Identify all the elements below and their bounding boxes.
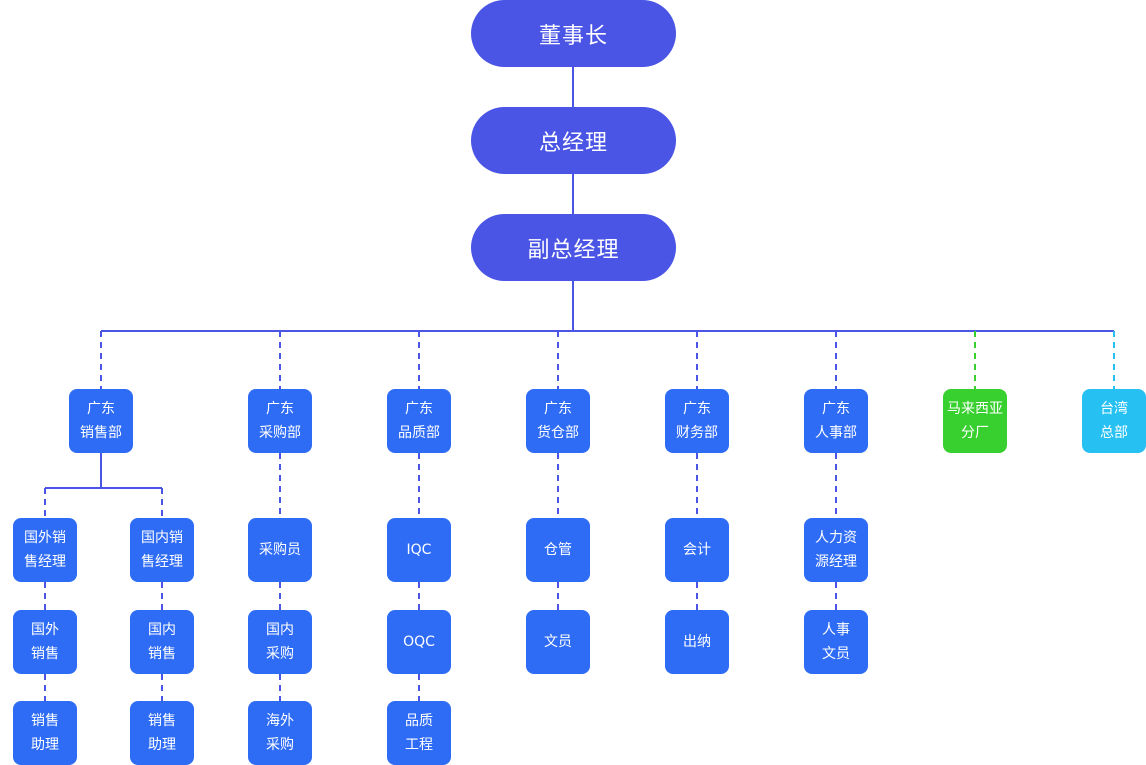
domestic-sales-assistant-node: 销售助理 <box>130 701 194 765</box>
quality-department-node: 广东品质部 <box>387 389 451 453</box>
node-label-line: 源经理 <box>815 554 857 570</box>
node-label-line: 文员 <box>822 646 850 662</box>
foreign-sales-assistant-node: 销售助理 <box>13 701 77 765</box>
malaysia-branch-node: 马来西亚分厂 <box>943 389 1007 453</box>
iqc-node: IQC <box>387 518 451 582</box>
hr-department-node: 广东人事部 <box>804 389 868 453</box>
node-label-line: 人事 <box>822 622 850 638</box>
node-label-line: 人力资 <box>815 530 857 546</box>
node-label-line: 海外 <box>266 713 294 729</box>
node-label-line: 助理 <box>148 737 176 753</box>
warehouse-department-node: 广东货仓部 <box>526 389 590 453</box>
node-label-line: 采购 <box>266 646 294 662</box>
node-label-line: 财务部 <box>676 425 718 441</box>
chairman-label: 董事长 <box>538 23 608 49</box>
node-label-line: 国外 <box>31 622 59 638</box>
node-label-line: 销售 <box>31 713 59 729</box>
node-label-line: 采购员 <box>259 542 301 558</box>
node-label-line: 台湾 <box>1100 401 1128 417</box>
node-label-line: OQC <box>403 634 435 650</box>
node-label-line: 广东 <box>87 401 115 417</box>
oqc-node: OQC <box>387 610 451 674</box>
taiwan-hq-node: 台湾总部 <box>1082 389 1146 453</box>
general-manager-node: 总经理 <box>471 107 676 174</box>
overseas-purchasing-node: 海外采购 <box>248 701 312 765</box>
node-label-line: 会计 <box>683 542 711 558</box>
accountant-node: 会计 <box>665 518 729 582</box>
node-label-line: 人事部 <box>815 425 857 441</box>
domestic-purchasing-node: 国内采购 <box>248 610 312 674</box>
node-label-line: 国内 <box>148 622 176 638</box>
node-label-line: 广东 <box>544 401 572 417</box>
hr-manager-node: 人力资源经理 <box>804 518 868 582</box>
node-label-line: 马来西亚 <box>947 401 1003 417</box>
general-manager-label: 总经理 <box>538 130 608 156</box>
quality-engineering-node: 品质工程 <box>387 701 451 765</box>
node-label-line: 售经理 <box>141 554 183 570</box>
chairman-node: 董事长 <box>471 0 676 67</box>
node-label-line: 采购 <box>266 737 294 753</box>
node-label-line: 销售 <box>31 646 59 662</box>
node-label-line: 国内 <box>266 622 294 638</box>
node-label-line: 采购部 <box>259 425 301 441</box>
node-label-line: IQC <box>406 542 432 558</box>
node-label-line: 广东 <box>683 401 711 417</box>
node-label-line: 广东 <box>266 401 294 417</box>
cashier-node: 出纳 <box>665 610 729 674</box>
domestic-sales-node: 国内销售 <box>130 610 194 674</box>
buyer-node: 采购员 <box>248 518 312 582</box>
node-label-line: 分厂 <box>961 425 989 441</box>
warehouse-keeper-node: 仓管 <box>526 518 590 582</box>
node-label-line: 国外销 <box>24 530 66 546</box>
node-label-line: 品质 <box>405 713 433 729</box>
node-label-line: 广东 <box>822 401 850 417</box>
domestic-sales-manager-node: 国内销售经理 <box>130 518 194 582</box>
deputy-general-manager-node: 副总经理 <box>471 214 676 281</box>
hr-clerk-node: 人事文员 <box>804 610 868 674</box>
node-label-line: 国内销 <box>141 530 183 546</box>
purchasing-department-node: 广东采购部 <box>248 389 312 453</box>
node-label-line: 助理 <box>31 737 59 753</box>
foreign-sales-manager-node: 国外销售经理 <box>13 518 77 582</box>
node-label-line: 总部 <box>1100 425 1128 441</box>
node-label-line: 销售 <box>148 646 176 662</box>
node-label-line: 出纳 <box>683 634 711 650</box>
node-label-line: 广东 <box>405 401 433 417</box>
node-label-line: 销售 <box>148 713 176 729</box>
sales-department-node: 广东销售部 <box>69 389 133 453</box>
warehouse-clerk-node: 文员 <box>526 610 590 674</box>
foreign-sales-node: 国外销售 <box>13 610 77 674</box>
deputy-general-manager-label: 副总经理 <box>527 237 620 263</box>
node-label-line: 文员 <box>544 634 572 650</box>
node-label-line: 销售部 <box>80 425 122 441</box>
node-label-line: 品质部 <box>398 425 440 441</box>
node-label-line: 售经理 <box>24 554 66 570</box>
node-label-line: 仓管 <box>544 542 572 558</box>
finance-department-node: 广东财务部 <box>665 389 729 453</box>
node-label-line: 工程 <box>405 737 433 753</box>
node-label-line: 货仓部 <box>537 425 579 441</box>
